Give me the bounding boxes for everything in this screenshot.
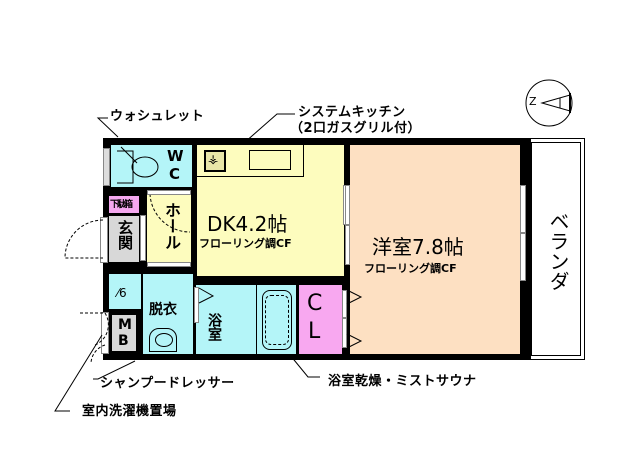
mb: M B — [110, 313, 138, 353]
stove-icon: ⚶ — [204, 150, 226, 172]
dk-floor-type: フローリング調CF — [199, 237, 292, 250]
closet: C L — [299, 285, 342, 354]
hall-door-swing-icon[interactable] — [147, 192, 191, 242]
mb-door-frame — [101, 312, 109, 354]
mb-door-swing-icon[interactable] — [75, 305, 125, 365]
western-floor-type: フローリング調CF — [364, 262, 457, 275]
western-title: 洋室7.8帖 — [372, 235, 464, 259]
laundry-drain-icon: ⁄6 — [117, 286, 127, 300]
room-dk: ⚶ DK4.2帖 フローリング調CF — [197, 145, 344, 276]
washroom-label: 脱衣 — [149, 302, 177, 318]
shoebox-label: 下駄箱 — [110, 200, 133, 210]
hall-bottom-door — [147, 262, 191, 267]
compass-north-label: Z — [529, 95, 537, 108]
shoebox: 下駄箱 — [109, 196, 139, 213]
veranda-window-1 — [520, 185, 526, 233]
entrance-label: 玄関 — [116, 220, 134, 250]
bath-door-swing-icon[interactable] — [198, 287, 219, 308]
entrance-door-frame — [100, 217, 108, 263]
callout-shampoo-dresser: シャンプードレッサー — [100, 376, 235, 391]
hall: ホール — [147, 192, 191, 264]
closet-door-upper — [342, 290, 347, 318]
western-left-door-2 — [345, 225, 350, 265]
entrance: 玄関 — [109, 216, 139, 262]
mb-label-m: M — [118, 317, 132, 333]
wc-window — [103, 148, 110, 186]
callout-laundry: 室内洗濯機置場 — [82, 404, 177, 419]
callout-lower-leaders — [54, 334, 136, 412]
closet-door-swing-icon[interactable] — [346, 289, 367, 360]
western-left-door-1 — [345, 185, 350, 225]
callout-washlet: ウォシュレット — [110, 109, 205, 124]
entrance-door-swing-icon[interactable] — [62, 218, 112, 268]
closet-label-l: L — [308, 319, 321, 344]
sink-icon — [249, 150, 291, 170]
veranda: ベランダ — [527, 138, 585, 360]
closet-door-lower — [342, 318, 347, 348]
callout-bath-dryer: 浴室乾燥・ミストサウナ — [328, 374, 477, 389]
laundry-area: ⁄6 — [109, 274, 141, 309]
callout-kitchen-line2: （2口ガスグリル付） — [290, 121, 422, 136]
hall-label: ホール — [162, 202, 181, 250]
room-wc: W C — [111, 145, 192, 187]
vanity-sink-icon — [149, 328, 177, 352]
callout-bath-dryer-leader — [289, 354, 320, 378]
mb-label-b: B — [118, 333, 129, 349]
dk-title: DK4.2帖 — [207, 212, 288, 236]
veranda-window-2 — [520, 233, 526, 281]
hall-top-door — [147, 190, 191, 195]
callout-washlet-leader — [96, 117, 119, 138]
wc-label-c: C — [169, 165, 181, 183]
toilet-icon — [117, 146, 159, 184]
wc-label-w: W — [167, 147, 184, 165]
room-western: 洋室7.8帖 フローリング調CF — [350, 145, 520, 354]
hall-side-door — [140, 215, 146, 261]
bathtub-icon — [256, 285, 296, 354]
bath: 浴室 — [196, 285, 296, 354]
veranda-label: ベランダ — [546, 211, 570, 291]
bath-label: 浴室 — [206, 313, 222, 341]
callout-kitchen-line1: システムキッチン — [298, 105, 406, 120]
bath-door — [194, 287, 199, 323]
compass-icon — [525, 79, 573, 127]
washroom: 脱衣 — [143, 274, 193, 354]
closet-label-c: C — [307, 291, 323, 316]
compass: Z — [522, 75, 582, 135]
kitchen-counter — [197, 145, 304, 177]
